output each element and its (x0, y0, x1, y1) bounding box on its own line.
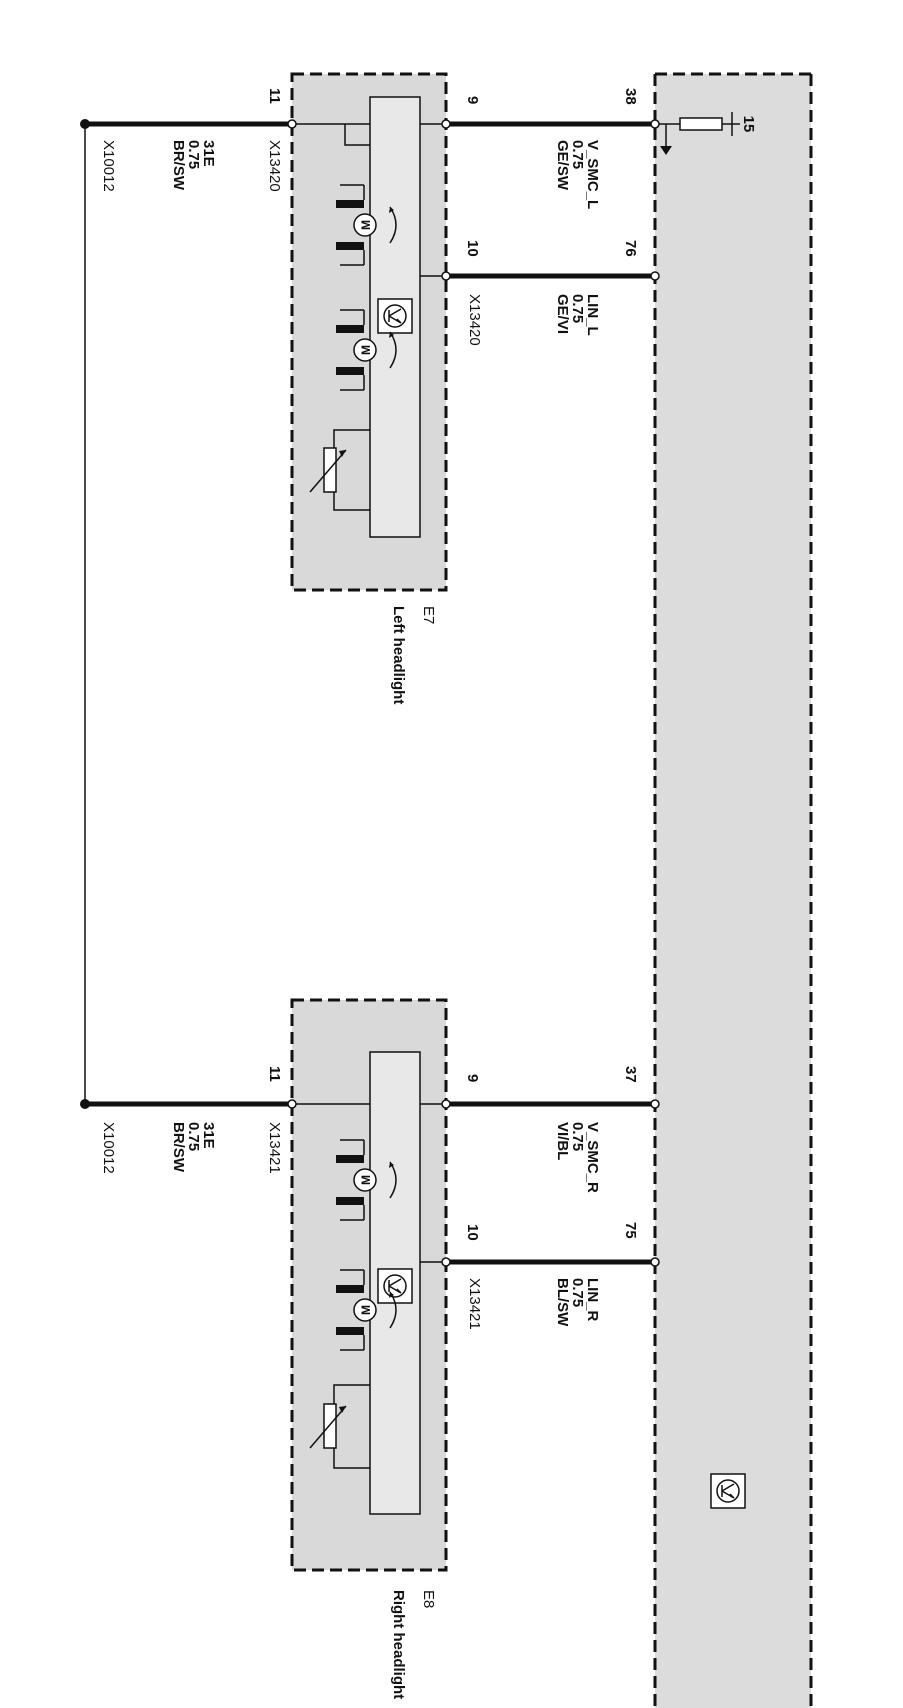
left-v-smc-wire (441, 119, 660, 129)
right-pin-11-label: 11 (266, 1066, 283, 1082)
left-headlight-id: E7 (420, 606, 437, 624)
left-ground-color: BR/SW (170, 140, 187, 191)
left-headlight-transistor-icon (377, 298, 413, 334)
left-v-smc-signal: V_SMC_L (584, 140, 601, 209)
terminal-15-label: 15 (740, 116, 757, 133)
right-headlight-name: Right headlight (390, 1590, 407, 1699)
left-lin-labels: LIN_L 0.75 GE/VI X13420 (466, 294, 601, 346)
left-ground-labels: X13420 31E 0.75 BR/SW X10012 (100, 140, 283, 192)
left-pin-10-label: 10 (464, 240, 481, 257)
right-headlight-transistor-icon (377, 1268, 413, 1304)
left-ground-point: X10012 (100, 140, 117, 192)
right-ground-signal: 31E (200, 1122, 217, 1149)
left-lin-signal: LIN_L (584, 294, 601, 336)
right-pin-9-label: 9 (464, 1074, 481, 1082)
right-lin-gauge: 0.75 (569, 1278, 586, 1307)
pin-76-label: 76 (622, 240, 639, 257)
control-module-transistor-icon (710, 1473, 746, 1509)
right-headlight-id: E8 (420, 1590, 437, 1608)
left-lin-color: GE/VI (554, 294, 571, 334)
left-pin-9-label: 9 (464, 96, 481, 104)
left-v-smc-color: GE/SW (554, 140, 571, 191)
right-v-smc-gauge: 0.75 (569, 1122, 586, 1151)
right-ground-gauge: 0.75 (185, 1122, 202, 1151)
right-pin-10-label: 10 (464, 1224, 481, 1241)
right-ground-connector: X13421 (266, 1122, 283, 1174)
terminal-15-supply: 15 (655, 112, 757, 155)
right-v-smc-signal: V_SMC_R (584, 1122, 601, 1193)
left-v-smc-labels: V_SMC_L 0.75 GE/SW (554, 140, 601, 209)
left-headlight-box (290, 72, 448, 592)
right-lin-color: BL/SW (554, 1278, 571, 1327)
right-v-smc-wire (441, 1099, 660, 1109)
right-lin-signal: LIN_R (584, 1278, 601, 1322)
control-module (653, 72, 813, 1708)
left-ground-connector: X13420 (266, 140, 283, 192)
pin-37-label: 37 (622, 1066, 639, 1083)
pin-38-label: 38 (622, 88, 639, 105)
right-ground-color: BR/SW (170, 1122, 187, 1173)
right-v-smc-color: VI/BL (554, 1122, 571, 1160)
right-headlight-box (290, 998, 448, 1572)
right-lin-wire (441, 1257, 660, 1267)
right-lin-connector: X13421 (466, 1278, 483, 1330)
right-v-smc-labels: V_SMC_R 0.75 VI/BL (554, 1122, 601, 1193)
right-ground-wire (80, 1099, 297, 1109)
left-pin-11-label: 11 (266, 88, 283, 104)
left-ground-wire (80, 119, 297, 129)
left-lin-gauge: 0.75 (569, 294, 586, 323)
left-headlight-name: Left headlight (390, 606, 407, 704)
left-lin-connector: X13420 (466, 294, 483, 346)
ground-arrow-icon (660, 146, 672, 155)
right-ground-point: X10012 (100, 1122, 117, 1174)
left-v-smc-gauge: 0.75 (569, 140, 586, 169)
right-lin-labels: LIN_R 0.75 BL/SW X13421 (466, 1278, 601, 1330)
left-ground-gauge: 0.75 (185, 140, 202, 169)
right-ground-labels: X13421 31E 0.75 BR/SW X10012 (100, 1122, 283, 1174)
left-lin-wire (441, 271, 660, 281)
left-ground-signal: 31E (200, 140, 217, 167)
pin-75-label: 75 (622, 1222, 639, 1239)
